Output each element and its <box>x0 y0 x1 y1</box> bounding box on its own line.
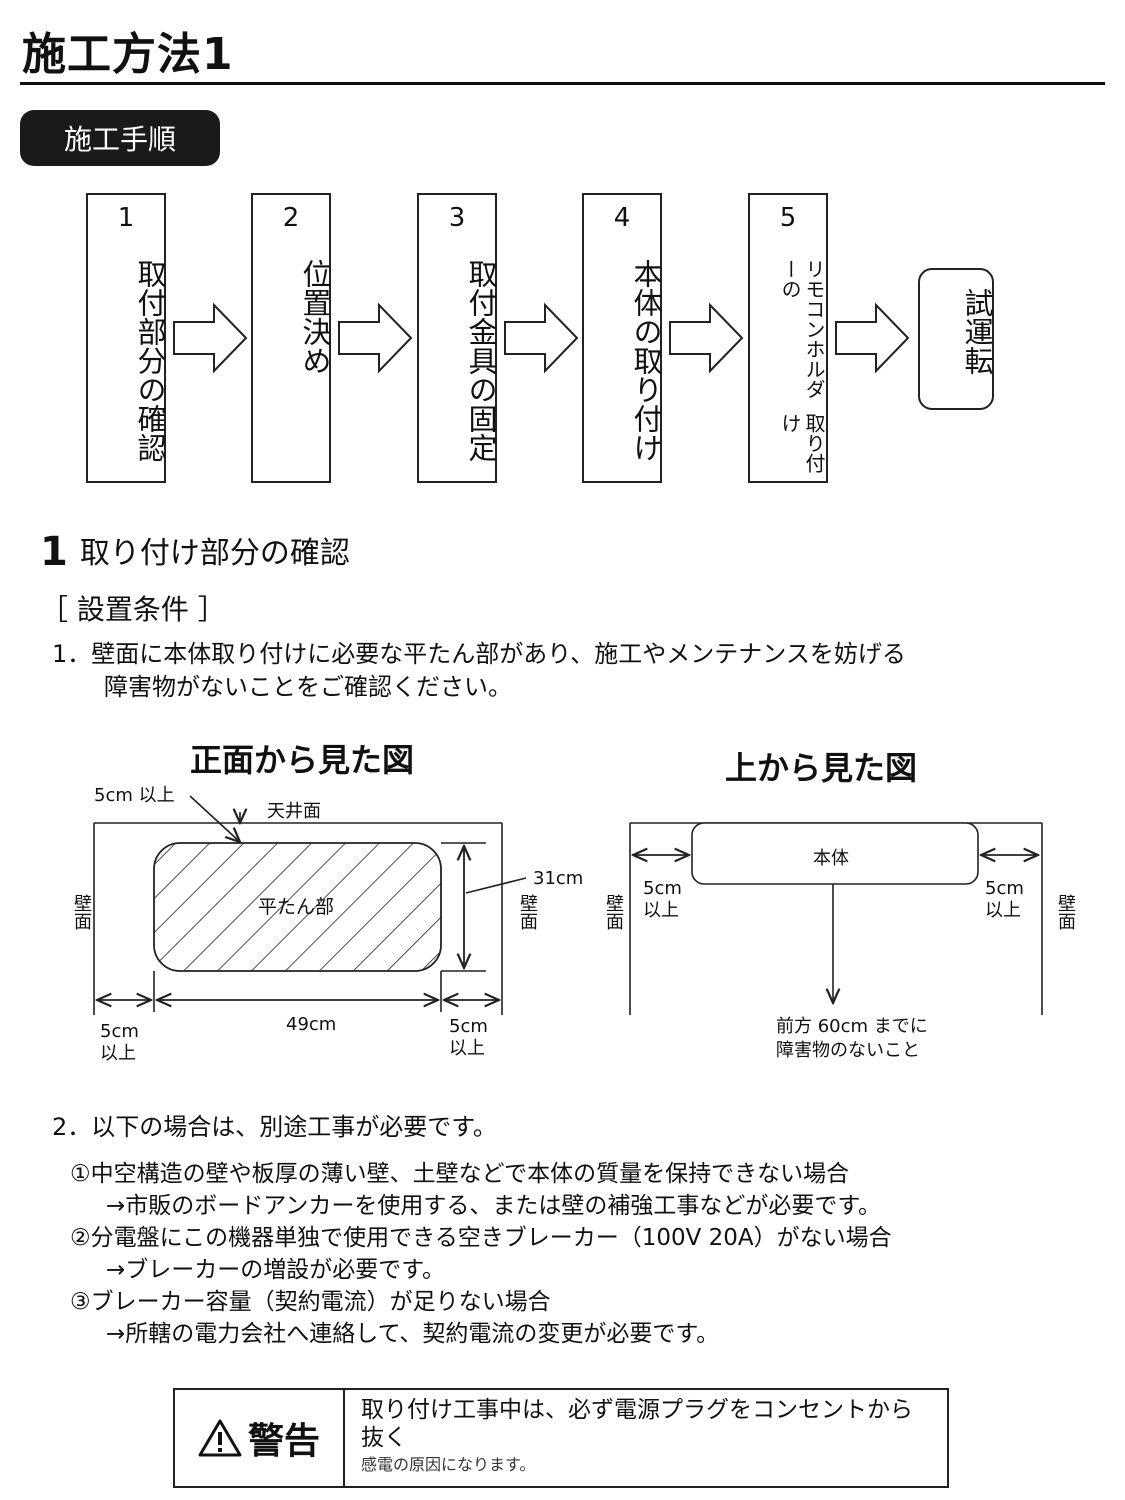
condition-1-line2: 障害物がないことをご確認ください。 <box>104 673 512 701</box>
right-margin-suffix: 以上 <box>449 1038 485 1059</box>
warning-label: 警告 <box>247 1421 320 1462</box>
step-text: 取付部分の確認 <box>133 259 167 462</box>
step-number: 3 <box>448 203 466 233</box>
step-number: 5 <box>779 203 797 233</box>
right-gap-label: 5cm 以上 <box>985 878 1024 922</box>
ceiling-label: 天井面 <box>267 801 321 822</box>
flat-area <box>153 842 442 972</box>
wall-label-left: 壁面 <box>71 894 92 930</box>
left-margin-label: 5cm 以上 <box>100 1021 139 1065</box>
top-margin-label: 5cm 以上 <box>94 785 175 806</box>
step-text: 位置決め <box>298 259 332 375</box>
step-text-line: 取り付け <box>778 412 826 473</box>
special-cases-list: ①中空構造の壁や板厚の薄い壁、土壁などで本体の質量を保持できない場合 →市販のボ… <box>70 1158 892 1350</box>
wall-label-left: 壁面 <box>603 894 624 930</box>
case-3: ③ブレーカー容量（契約電流）が足りない場合 <box>70 1289 551 1315</box>
front-view-diagram <box>93 795 1043 1015</box>
step-text: 取付金具の固定 <box>464 259 498 462</box>
top-margin-arrow <box>189 795 240 842</box>
warning-line2: 抜く <box>361 1425 407 1451</box>
step-number: 1 <box>117 203 135 233</box>
step-text: リモコンホルダーの 取り付け <box>750 259 826 481</box>
case-3-action: →所轄の電力会社へ連絡して、契約電流の変更が必要です。 <box>106 1321 720 1347</box>
front-clearance-line1: 前方 60cm までに <box>776 1016 928 1037</box>
step-number: 2 <box>282 203 300 233</box>
final-step-text: 試運転 <box>960 288 994 375</box>
condition-1-line1: 1．壁面に本体取り付けに必要な平たん部があり、施工やメンテナンスを妨げる <box>52 640 906 668</box>
flat-area-label: 平たん部 <box>258 896 335 918</box>
arrow-right-icon <box>835 302 910 374</box>
wall-label-right: 壁面 <box>517 894 538 930</box>
top-view-diagram <box>629 822 1043 1015</box>
step-4-box: 4 本体の取り付け <box>582 193 663 483</box>
title-divider <box>20 82 1105 85</box>
section-number: 1 <box>40 529 68 575</box>
top-view-title: 上から見た図 <box>725 749 918 787</box>
section-heading: 1 取り付け部分の確認 <box>40 528 350 575</box>
unit-body <box>691 822 979 885</box>
step-2-box: 2 位置決め <box>251 193 332 483</box>
section-title: 取り付け部分の確認 <box>79 536 350 571</box>
left-gap-label: 5cm 以上 <box>643 878 682 922</box>
warning-note: 感電の原因になります。 <box>361 1455 536 1474</box>
step-3-box: 3 取付金具の固定 <box>417 193 498 483</box>
conditions-label: ［ 設置条件 ］ <box>40 593 226 626</box>
width-label: 49cm <box>286 1014 337 1035</box>
warning-text: 取り付け工事中は、必ず電源プラグをコンセントから 抜く 感電の原因になります。 <box>361 1396 913 1478</box>
case-1-action: →市販のボードアンカーを使用する、または壁の補強工事などが必要です。 <box>106 1193 882 1219</box>
procedure-label: 施工手順 <box>20 110 220 166</box>
page-title: 施工方法1 <box>22 29 234 80</box>
right-gap-value: 5cm <box>985 878 1024 899</box>
final-step-box: 試運転 <box>918 268 994 410</box>
arrow-right-icon <box>338 302 413 374</box>
right-margin-value: 5cm <box>449 1016 488 1037</box>
step-number: 4 <box>613 203 631 233</box>
height-leader <box>465 877 527 894</box>
warning-label-cell: 警告 <box>175 1390 345 1486</box>
left-margin-suffix: 以上 <box>100 1043 136 1064</box>
left-margin-value: 5cm <box>100 1021 139 1042</box>
front-view-title: 正面から見た図 <box>190 741 415 779</box>
right-margin-label: 5cm 以上 <box>449 1016 488 1060</box>
warning-line1: 取り付け工事中は、必ず電源プラグをコンセントから <box>361 1397 913 1423</box>
step-text-line: リモコンホルダーの <box>778 259 826 399</box>
condition-2-intro: 2．以下の場合は、別途工事が必要です。 <box>52 1113 497 1141</box>
step-5-box: 5 リモコンホルダーの 取り付け <box>748 193 828 483</box>
case-2: ②分電盤にこの機器単独で使用できる空きブレーカー（100V 20A）がない場合 <box>70 1225 892 1251</box>
height-label: 31cm <box>533 868 584 889</box>
step-arrows <box>173 302 910 374</box>
warning-triangle-icon <box>198 1419 242 1457</box>
unit-label: 本体 <box>813 848 849 869</box>
arrow-right-icon <box>669 302 744 374</box>
case-1: ①中空構造の壁や板厚の薄い壁、土壁などで本体の質量を保持できない場合 <box>70 1161 850 1187</box>
right-gap-suffix: 以上 <box>985 900 1021 921</box>
case-2-action: →ブレーカーの増設が必要です。 <box>106 1257 445 1283</box>
front-clearance-label: 前方 60cm までに 障害物のないこと <box>776 1015 928 1063</box>
warning-box: 警告 取り付け工事中は、必ず電源プラグをコンセントから 抜く 感電の原因になりま… <box>173 1388 949 1488</box>
step-text: 本体の取り付け <box>629 259 663 462</box>
front-clearance-line2: 障害物のないこと <box>776 1040 920 1061</box>
left-gap-suffix: 以上 <box>643 900 679 921</box>
left-gap-value: 5cm <box>643 878 682 899</box>
step-1-box: 1 取付部分の確認 <box>86 193 167 483</box>
wall-label-right: 壁面 <box>1055 894 1076 930</box>
arrow-right-icon <box>504 302 579 374</box>
arrow-right-icon <box>173 302 248 374</box>
